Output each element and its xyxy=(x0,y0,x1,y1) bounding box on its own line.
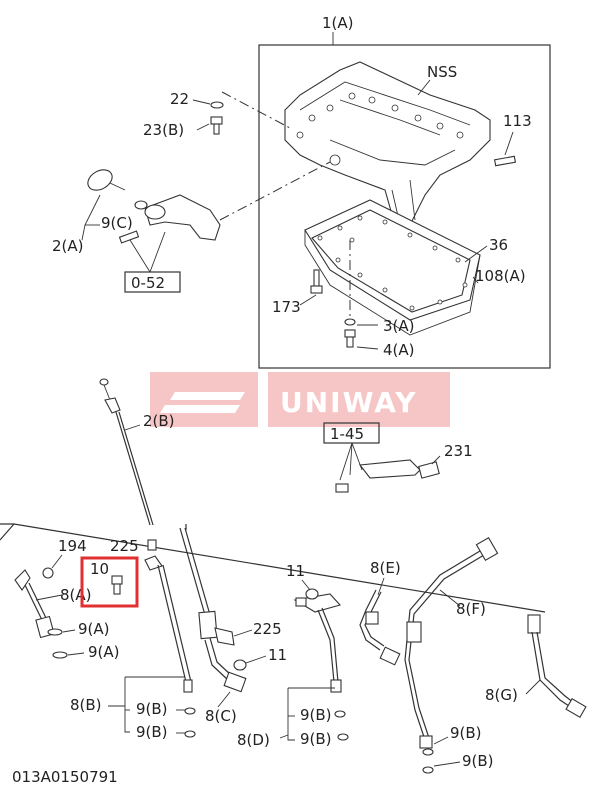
callout-2a[interactable]: 2(A) xyxy=(52,237,84,255)
oil-pan-upper xyxy=(284,61,491,226)
oil-pipe-8b xyxy=(144,555,193,693)
callout-225-a[interactable]: 225 xyxy=(110,537,139,555)
nut-11-a xyxy=(305,588,319,600)
drain-plug-4a xyxy=(344,329,356,348)
callout-9a-1[interactable]: 9(A) xyxy=(78,620,110,638)
clip-225-a xyxy=(147,539,157,551)
oil-pipe-8g xyxy=(527,614,587,718)
bolt-23b xyxy=(210,116,223,135)
nut-194 xyxy=(42,567,54,579)
washer-9b-2 xyxy=(184,730,196,738)
callout-9b-2[interactable]: 9(B) xyxy=(136,723,168,741)
highlight-box-10 xyxy=(80,556,139,608)
callout-11-b[interactable]: 11 xyxy=(268,646,287,664)
callout-11-a[interactable]: 11 xyxy=(286,562,305,580)
washer-9a-1 xyxy=(47,628,63,636)
callout-194[interactable]: 194 xyxy=(58,537,87,555)
oil-pipe-8c xyxy=(179,527,247,693)
callout-173[interactable]: 173 xyxy=(272,298,301,316)
callout-108a[interactable]: 108(A) xyxy=(475,267,526,285)
washer-9b-6 xyxy=(422,766,434,774)
callout-9b-6[interactable]: 9(B) xyxy=(462,752,494,770)
callout-9c[interactable]: 9(C) xyxy=(101,214,133,232)
oil-pipe-8e xyxy=(359,589,401,666)
footer-code: 013A0150791 xyxy=(12,768,118,786)
washer-9b-4 xyxy=(337,733,349,741)
callout-0-52[interactable]: 0-52 xyxy=(131,274,165,292)
washer-9b-5 xyxy=(422,748,434,756)
gasket-9c xyxy=(134,200,148,210)
callout-8g[interactable]: 8(G) xyxy=(485,686,518,704)
oil-pan-lower xyxy=(304,199,481,336)
washer-9b-1 xyxy=(184,707,196,715)
callout-8b[interactable]: 8(B) xyxy=(70,696,102,714)
callout-225-b[interactable]: 225 xyxy=(253,620,282,638)
nut-11-b xyxy=(233,659,247,671)
assembly-frame xyxy=(258,44,551,369)
oil-pipe-8f xyxy=(404,536,499,749)
callout-8c[interactable]: 8(C) xyxy=(205,707,237,725)
callout-9b-3[interactable]: 9(B) xyxy=(300,706,332,724)
washer-9a-2 xyxy=(52,651,68,659)
callout-113[interactable]: 113 xyxy=(503,112,532,130)
callout-9b-4[interactable]: 9(B) xyxy=(300,730,332,748)
uniway-watermark: UNIWAY xyxy=(150,372,450,427)
callout-4a[interactable]: 4(A) xyxy=(383,341,415,359)
washer-9b-3 xyxy=(334,710,346,718)
bolt-10 xyxy=(111,575,123,595)
callout-8e[interactable]: 8(E) xyxy=(370,559,401,577)
callout-1a[interactable]: 1(A) xyxy=(322,14,354,32)
bolt-173 xyxy=(310,269,323,294)
callout-9b-5[interactable]: 9(B) xyxy=(450,724,482,742)
callout-2b[interactable]: 2(B) xyxy=(143,412,175,430)
callout-22[interactable]: 22 xyxy=(170,90,189,108)
washer-22 xyxy=(210,101,224,109)
guide-bracket xyxy=(335,459,440,493)
callout-9a-2[interactable]: 9(A) xyxy=(88,643,120,661)
dipstick-2b xyxy=(99,378,154,526)
washer-3a xyxy=(344,318,356,326)
callout-10[interactable]: 10 xyxy=(90,560,109,578)
callout-9b-1[interactable]: 9(B) xyxy=(136,700,168,718)
callout-23b[interactable]: 23(B) xyxy=(143,121,184,139)
pin-113 xyxy=(493,155,517,167)
oil-pipe-8a xyxy=(14,569,55,639)
oil-strainer xyxy=(87,169,221,244)
callout-1-45[interactable]: 1-45 xyxy=(330,425,364,443)
watermark-text: UNIWAY xyxy=(280,386,417,419)
callout-3a[interactable]: 3(A) xyxy=(383,317,415,335)
callout-8a[interactable]: 8(A) xyxy=(60,586,92,604)
callout-nss[interactable]: NSS xyxy=(427,63,457,81)
callout-231[interactable]: 231 xyxy=(444,442,473,460)
callout-8d[interactable]: 8(D) xyxy=(237,731,270,749)
callout-8f[interactable]: 8(F) xyxy=(456,600,486,618)
oil-pipe-8d xyxy=(293,593,342,693)
callout-36[interactable]: 36 xyxy=(489,236,508,254)
